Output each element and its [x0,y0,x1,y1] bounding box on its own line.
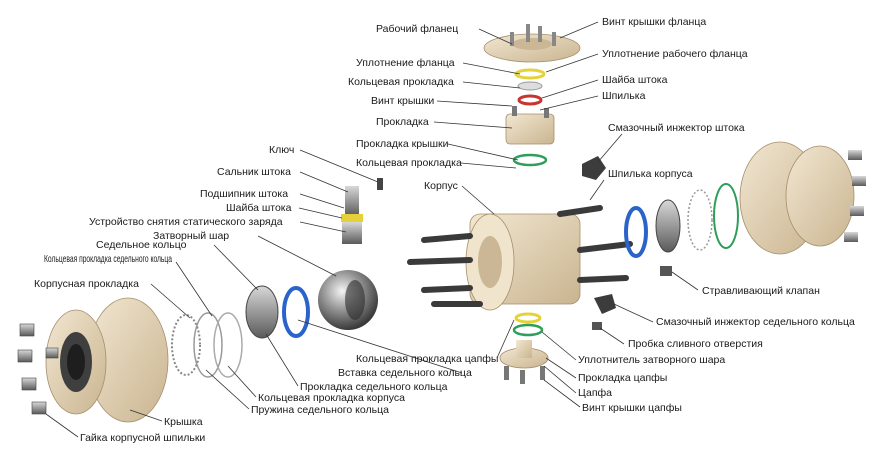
seat-grease-injector-part [594,294,616,314]
left-end-cover-part [45,297,169,423]
ball-seal-ring [512,323,544,337]
body-studs [407,205,633,307]
label-body-stud-nut: Гайка корпусной шпильки [80,432,205,444]
label-body: Корпус [424,180,458,192]
label-stem-grease-injector: Смазочный инжектор штока [608,122,745,134]
label-seat-grease-injector: Смазочный инжектор седельного кольца [656,316,855,328]
label-seat-ring-gasket2: Прокладка седельного кольца [300,381,448,393]
label-working-flange-seal: Уплотнение рабочего фланца [602,48,748,60]
label-trunnion-cover-screw: Винт крышки цапфы [582,402,682,414]
labels-group: Рабочий фланец Винт крышки фланца Уплотн… [34,16,855,444]
label-bleed-valve: Стравливающий клапан [702,285,820,297]
drain-plug-part [592,322,602,330]
stem-grease-injector-part [582,156,606,180]
label-flange-seal: Уплотнение фланца [356,57,455,69]
label-cover-screw: Винт крышки [371,95,434,107]
ring-gasket-top-ring [517,81,543,91]
bleed-valve-part [660,266,672,276]
label-seat-insert: Вставка седельного кольца [338,367,472,379]
label-ball-seal: Уплотнитель затворного шара [578,354,725,366]
spring-ring-2 [193,312,223,378]
label-stem-washer: Шайба штока [226,202,292,214]
trunnion-ring-gasket-ring [514,312,542,324]
label-key: Ключ [269,144,294,156]
right-green-seal [713,183,739,249]
label-cover-gasket: Прокладка крышки [356,138,449,150]
label-seat-ring-gasket-line1: Кольцевая прокладка седельного кольца [44,253,172,265]
stem-washer-ring [517,94,543,106]
label-stem-bearing: Подшипник штока [200,188,288,200]
ball-bore [345,280,365,320]
cover-block-part [505,106,555,145]
nuts-group [17,323,59,415]
stem-part [341,178,383,244]
label-ball: Затворный шар [153,230,229,242]
spring-ring-3 [213,312,243,378]
label-trunnion-ring-gasket: Кольцевая прокладка цапфы [356,353,498,365]
label-ring-gasket-top: Кольцевая прокладка [348,76,454,88]
label-antistatic-device: Устройство снятия статического заряда [89,216,283,228]
leader-lines [45,21,699,438]
label-seat-ring-spring: Пружина седельного кольца [251,404,389,416]
label-stem-washer-top: Шайба штока [602,74,668,86]
label-stem-gland: Сальник штока [217,166,291,178]
label-body-stud: Шпилька корпуса [608,168,693,180]
label-working-flange: Рабочий фланец [376,23,458,35]
label-trunnion-gasket: Прокладка цапфы [578,372,667,384]
label-cover: Крышка [164,416,203,428]
label-flange-cover-screw: Винт крышки фланца [602,16,706,28]
label-body-gasket: Корпусная прокладка [34,278,139,290]
flange-seal-ring [514,68,546,80]
label-stud: Шпилька [602,90,646,102]
right-spring-1 [687,189,713,251]
seat-ring-part [245,285,279,339]
trunnion-part [499,340,549,384]
label-trunnion: Цапфа [578,387,612,399]
body-part [465,213,581,311]
working-flange-part [483,24,581,63]
label-ring-gasket-mid: Кольцевая прокладка [356,157,462,169]
seat-insert-ring [282,286,310,338]
label-seat-ring: Седельное кольцо [96,239,187,251]
label-drain-plug: Пробка сливного отверстия [628,338,763,350]
label-body-ring-gasket: Кольцевая прокладка корпуса [258,392,405,404]
cover-gasket-ring [512,153,548,167]
right-seat-ring [655,199,681,253]
right-end-cover-part [739,141,866,255]
right-blue-seal [624,206,648,258]
label-gasket: Прокладка [376,116,429,128]
spring-ring-1 [171,314,201,376]
